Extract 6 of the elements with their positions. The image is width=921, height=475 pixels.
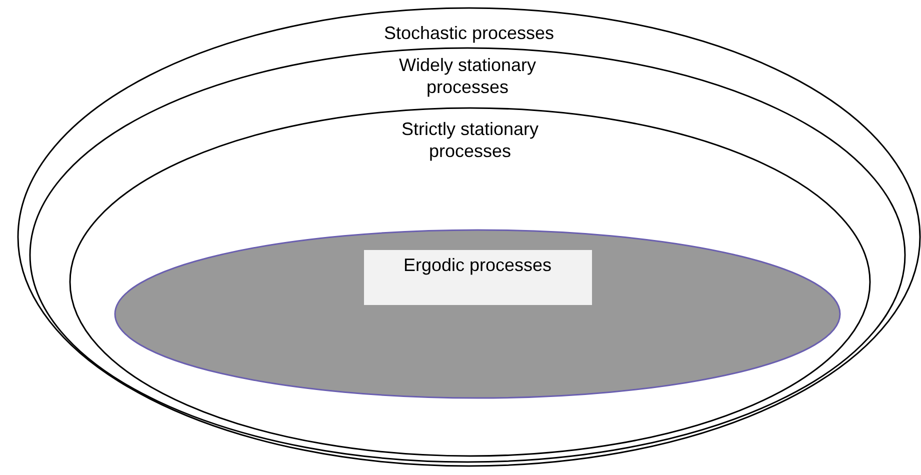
shaded-set-ellipse: [115, 230, 840, 398]
set-label: Strictly stationary processes: [400, 118, 540, 162]
set-ellipse: [70, 108, 870, 456]
set-label: Widely stationary processes: [398, 54, 538, 98]
set-label: Stochastic processes: [382, 22, 556, 44]
set-label: Ergodic processes: [364, 250, 592, 305]
